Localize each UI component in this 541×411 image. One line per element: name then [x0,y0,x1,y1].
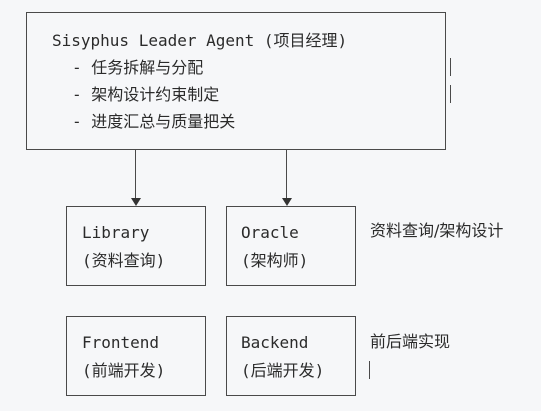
backend-right-tick [369,361,370,379]
library-role: (资料查询) [82,251,166,270]
leader-title: Sisyphus Leader Agent (项目经理) [52,31,348,50]
annotation-research-architecture: 资料查询/架构设计 [370,221,504,240]
connector-left [135,150,136,198]
backend-role: (后端开发) [241,361,325,380]
arrow-down-right-icon [282,198,292,206]
frontend-name: Frontend [82,333,160,352]
backend-name: Backend [241,333,309,352]
backend-agent-box [226,316,356,396]
leader-item-task-breakdown: - 任务拆解与分配 [72,58,204,77]
arrow-down-left-icon [131,198,141,206]
connector-right [286,150,287,198]
frontend-agent-box [66,316,206,396]
oracle-name: Oracle [241,223,299,242]
frontend-role: (前端开发) [82,361,166,380]
oracle-agent-box [226,206,356,286]
library-agent-box [66,206,206,286]
leader-item-architecture-constraints: - 架构设计约束制定 [72,85,220,104]
leader-agent-box [26,12,446,150]
leader-item-progress-quality: - 进度汇总与质量把关 [72,112,236,131]
leader-right-tick [450,58,451,76]
leader-right-tick-2 [450,85,451,103]
library-name: Library [82,223,150,242]
oracle-role: (架构师) [241,251,309,270]
annotation-implementation: 前后端实现 [370,332,451,351]
